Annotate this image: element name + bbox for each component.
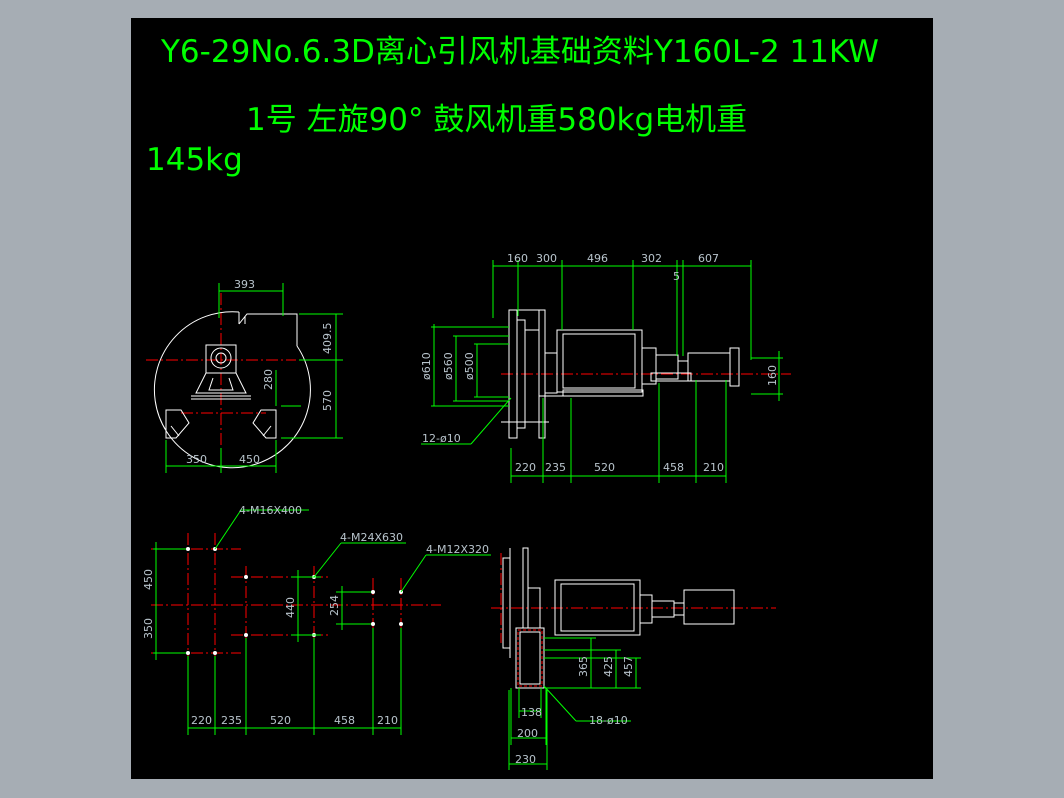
foundation-plan: 4-M16X400 4-M24X630 4-M12X320 450 350 44…	[142, 504, 491, 735]
drawing-title: Y6-29No.6.3D离心引风机基础资料Y160L-2 11KW	[161, 34, 879, 70]
anchor-m16-label: 4-M16X400	[239, 504, 302, 517]
dim-pb220: 220	[191, 714, 212, 727]
dim-d610: ø610	[420, 352, 433, 380]
anchor-m12-label: 4-M12X320	[426, 543, 489, 556]
dim-s425: 425	[602, 656, 615, 677]
dim-570: 570	[321, 390, 334, 411]
dim-pb458: 458	[334, 714, 355, 727]
dim-b220: 220	[515, 461, 536, 474]
dim-302: 302	[641, 252, 662, 265]
dim-b235: 235	[545, 461, 566, 474]
dim-450: 450	[239, 453, 260, 466]
holes-18-label: 18-ø10	[589, 714, 628, 727]
dim-pb520: 520	[270, 714, 291, 727]
dim-p450: 450	[142, 569, 155, 590]
dim-pb210: 210	[377, 714, 398, 727]
dim-280: 280	[262, 369, 275, 390]
drawing-svg: 393 409.5 280 570 350 450	[142, 252, 791, 770]
dim-s138: 138	[521, 706, 542, 719]
dim-160: 160	[507, 252, 528, 265]
dim-496: 496	[587, 252, 608, 265]
foundation-side-view: 365 425 457 138 200 230 18-ø10	[491, 547, 776, 770]
dim-d560: ø560	[442, 352, 455, 380]
dim-s365: 365	[577, 656, 590, 677]
dim-d500: ø500	[463, 352, 476, 380]
cad-drawing-canvas[interactable]: Y6-29No.6.3D离心引风机基础资料Y160L-2 11KW 1号 左旋9…	[131, 18, 933, 779]
end-view: 393 409.5 280 570 350 450	[146, 278, 343, 473]
dim-p350: 350	[142, 618, 155, 639]
side-view: 160 300 496 302 607 5 ø610 ø560 ø500 12-…	[420, 252, 791, 483]
holes-12-label: 12-ø10	[422, 432, 461, 445]
motor-weight-text: 145kg	[146, 142, 243, 178]
dim-right-160: 160	[766, 365, 779, 386]
dim-s230: 230	[515, 753, 536, 766]
dim-b520: 520	[594, 461, 615, 474]
anchor-m24-label: 4-M24X630	[340, 531, 403, 544]
dim-s200: 200	[517, 727, 538, 740]
dim-b210: 210	[703, 461, 724, 474]
dim-b458: 458	[663, 461, 684, 474]
dim-5: 5	[673, 270, 680, 283]
dim-409-5: 409.5	[321, 323, 334, 355]
dim-300: 300	[536, 252, 557, 265]
dim-393: 393	[234, 278, 255, 291]
dim-p440: 440	[284, 597, 297, 618]
dim-pb235: 235	[221, 714, 242, 727]
dim-s457: 457	[622, 656, 635, 677]
dim-350: 350	[186, 453, 207, 466]
dim-p254: 254	[328, 595, 341, 616]
drawing-subtitle: 1号 左旋90° 鼓风机重580kg电机重	[246, 102, 748, 138]
dim-607: 607	[698, 252, 719, 265]
